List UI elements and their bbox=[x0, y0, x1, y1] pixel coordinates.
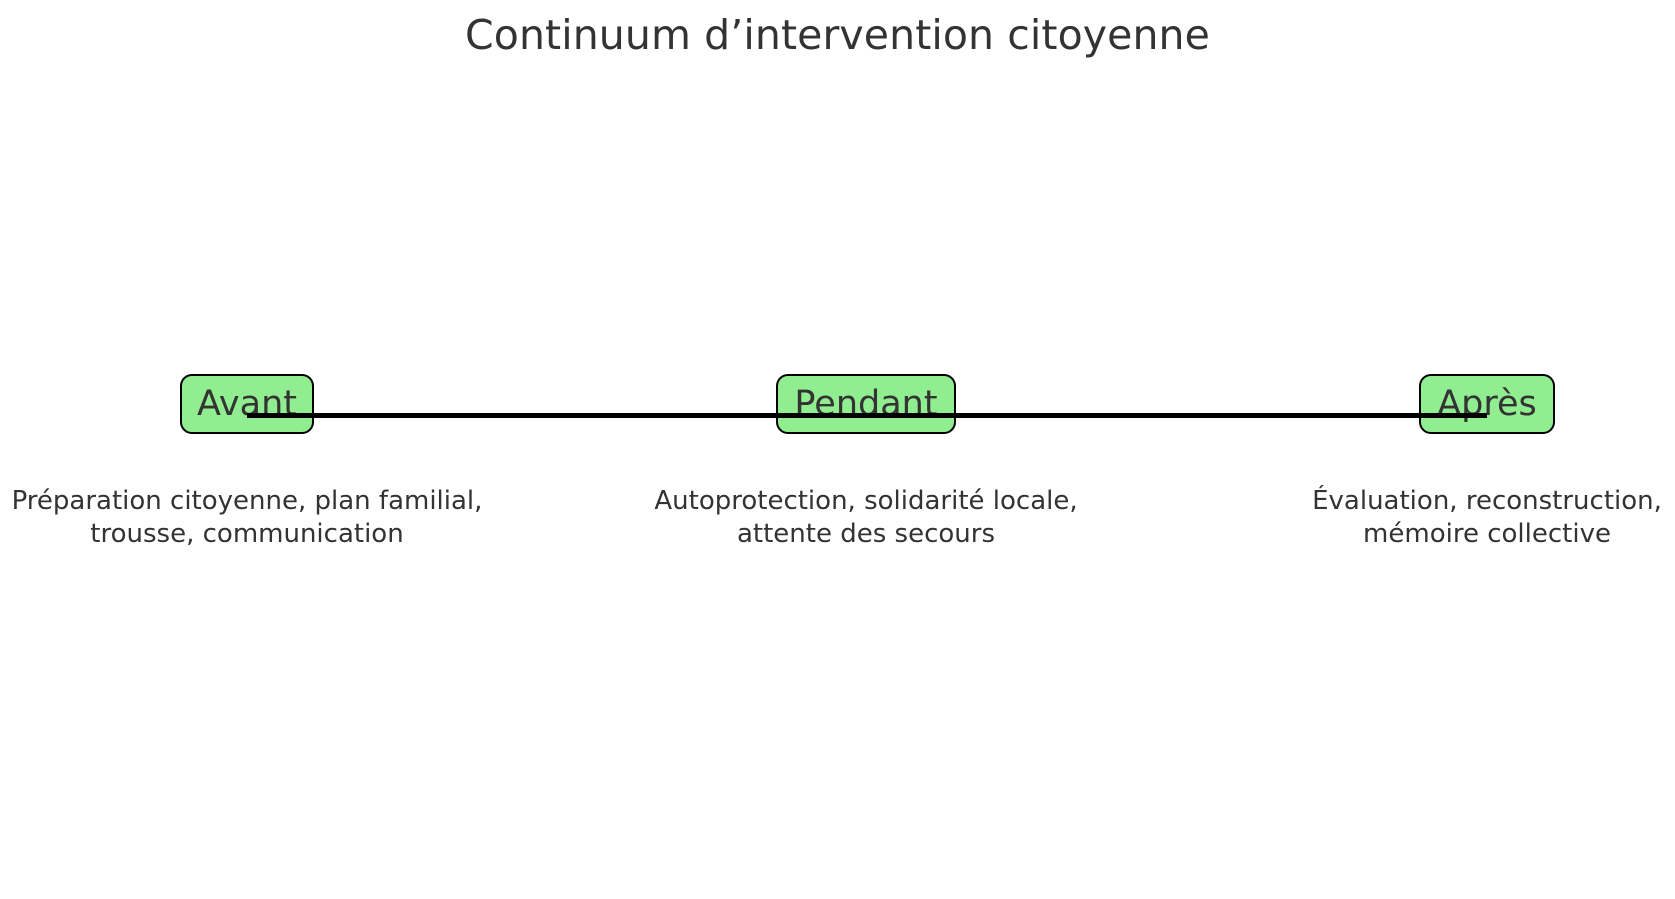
stage-caption-pendant: Autoprotection, solidarité locale, atten… bbox=[619, 485, 1113, 552]
stage-caption-line: Autoprotection, solidarité locale, bbox=[654, 486, 1078, 516]
stage-caption-line: attente des secours bbox=[736, 519, 996, 550]
stage-caption-line: mémoire collective bbox=[1363, 519, 1611, 550]
stage-caption-apres: Évaluation, reconstruction, mémoire coll… bbox=[1240, 485, 1675, 552]
stage-node-apres[interactable]: Après bbox=[1419, 374, 1555, 434]
stage-node-pendant[interactable]: Pendant bbox=[776, 374, 956, 434]
stage-caption-line: Évaluation, reconstruction, bbox=[1312, 486, 1662, 516]
stage-node-label: Pendant bbox=[794, 383, 938, 424]
stage-node-avant[interactable]: Avant bbox=[180, 374, 314, 434]
stage-node-label: Après bbox=[1437, 383, 1537, 424]
stage-caption-line: trousse, communication bbox=[90, 519, 404, 550]
page-title: Continuum d’intervention citoyenne bbox=[465, 11, 1210, 59]
stage-caption-line: Préparation citoyenne, plan familial, bbox=[11, 486, 483, 516]
stage-caption-avant: Préparation citoyenne, plan familial, tr… bbox=[0, 485, 494, 552]
stage-node-label: Avant bbox=[197, 383, 297, 424]
